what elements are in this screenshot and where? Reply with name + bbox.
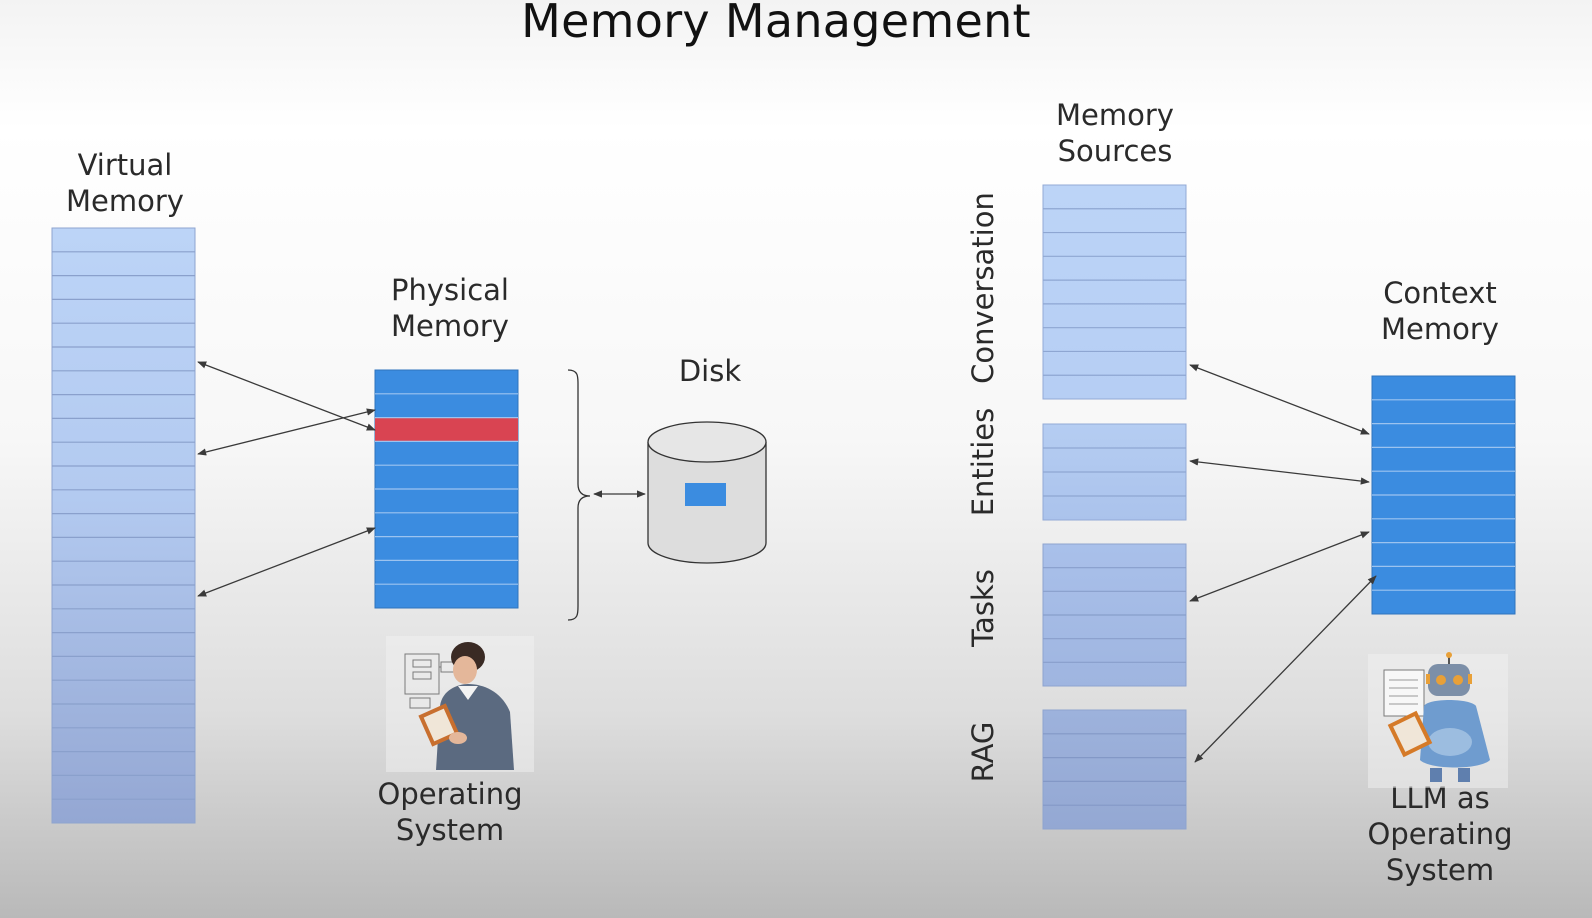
page-title: Memory Management: [521, 0, 1031, 48]
disk-label: Disk: [678, 354, 742, 388]
source-stack-rag: [1042, 709, 1187, 830]
operating-system-person-icon: [386, 636, 534, 772]
right-arrows: [1189, 364, 1377, 763]
context-memory-stack: [1371, 375, 1516, 615]
disk-block: [685, 483, 726, 506]
virtual-memory-stack: [51, 227, 196, 824]
llm-robot-icon: [1368, 652, 1508, 788]
physical-memory-stack: [374, 369, 519, 609]
left-arrows: [197, 361, 646, 597]
disk-icon: [647, 421, 767, 564]
paged-block: [375, 418, 518, 442]
source-stack-entities: [1042, 423, 1187, 521]
brace: [567, 369, 591, 621]
source-stack-tasks: [1042, 543, 1187, 687]
source-stack-conversation: [1042, 184, 1187, 400]
